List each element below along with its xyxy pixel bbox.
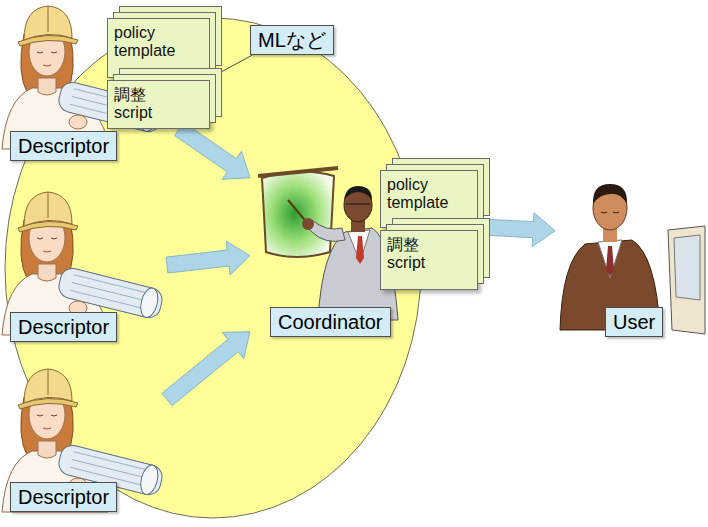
- descriptor-role: Descriptor: [5, 0, 135, 161]
- document-text: 調整 script: [114, 86, 186, 123]
- coordinator-figure: [258, 168, 398, 320]
- descriptor-role: Descriptor: [5, 360, 167, 512]
- role-label: Descriptor: [10, 482, 117, 512]
- role-label: Descriptor: [10, 312, 117, 342]
- policy-document: policy template: [107, 18, 210, 78]
- arrow-shape: [166, 241, 250, 275]
- document-text: policy template: [114, 24, 186, 61]
- arrow-shape: [175, 122, 250, 179]
- block-arrow: [478, 213, 555, 247]
- descriptor-figure: [2, 369, 165, 512]
- script-document: 調整 script: [380, 230, 478, 290]
- role-label: Coordinator: [270, 307, 391, 337]
- arrow-shape: [478, 213, 555, 247]
- arrow-shape: [162, 332, 250, 406]
- document-text: 調整 script: [387, 236, 459, 273]
- role-label: MLなど: [250, 25, 334, 55]
- leader-stroke: [210, 55, 253, 78]
- block-arrow: [175, 122, 250, 179]
- block-arrow: [166, 241, 250, 275]
- policy-document: policy template: [380, 170, 478, 228]
- role-label: Descriptor: [10, 131, 117, 161]
- user-role: User: [555, 160, 703, 337]
- role-label: User: [605, 307, 663, 337]
- document-text: policy template: [387, 176, 459, 213]
- script-document: 調整 script: [107, 80, 210, 129]
- leader-line: [210, 55, 253, 78]
- descriptor-role: Descriptor: [5, 185, 167, 342]
- block-arrow: [162, 332, 250, 406]
- note-label: MLなど: [250, 25, 334, 55]
